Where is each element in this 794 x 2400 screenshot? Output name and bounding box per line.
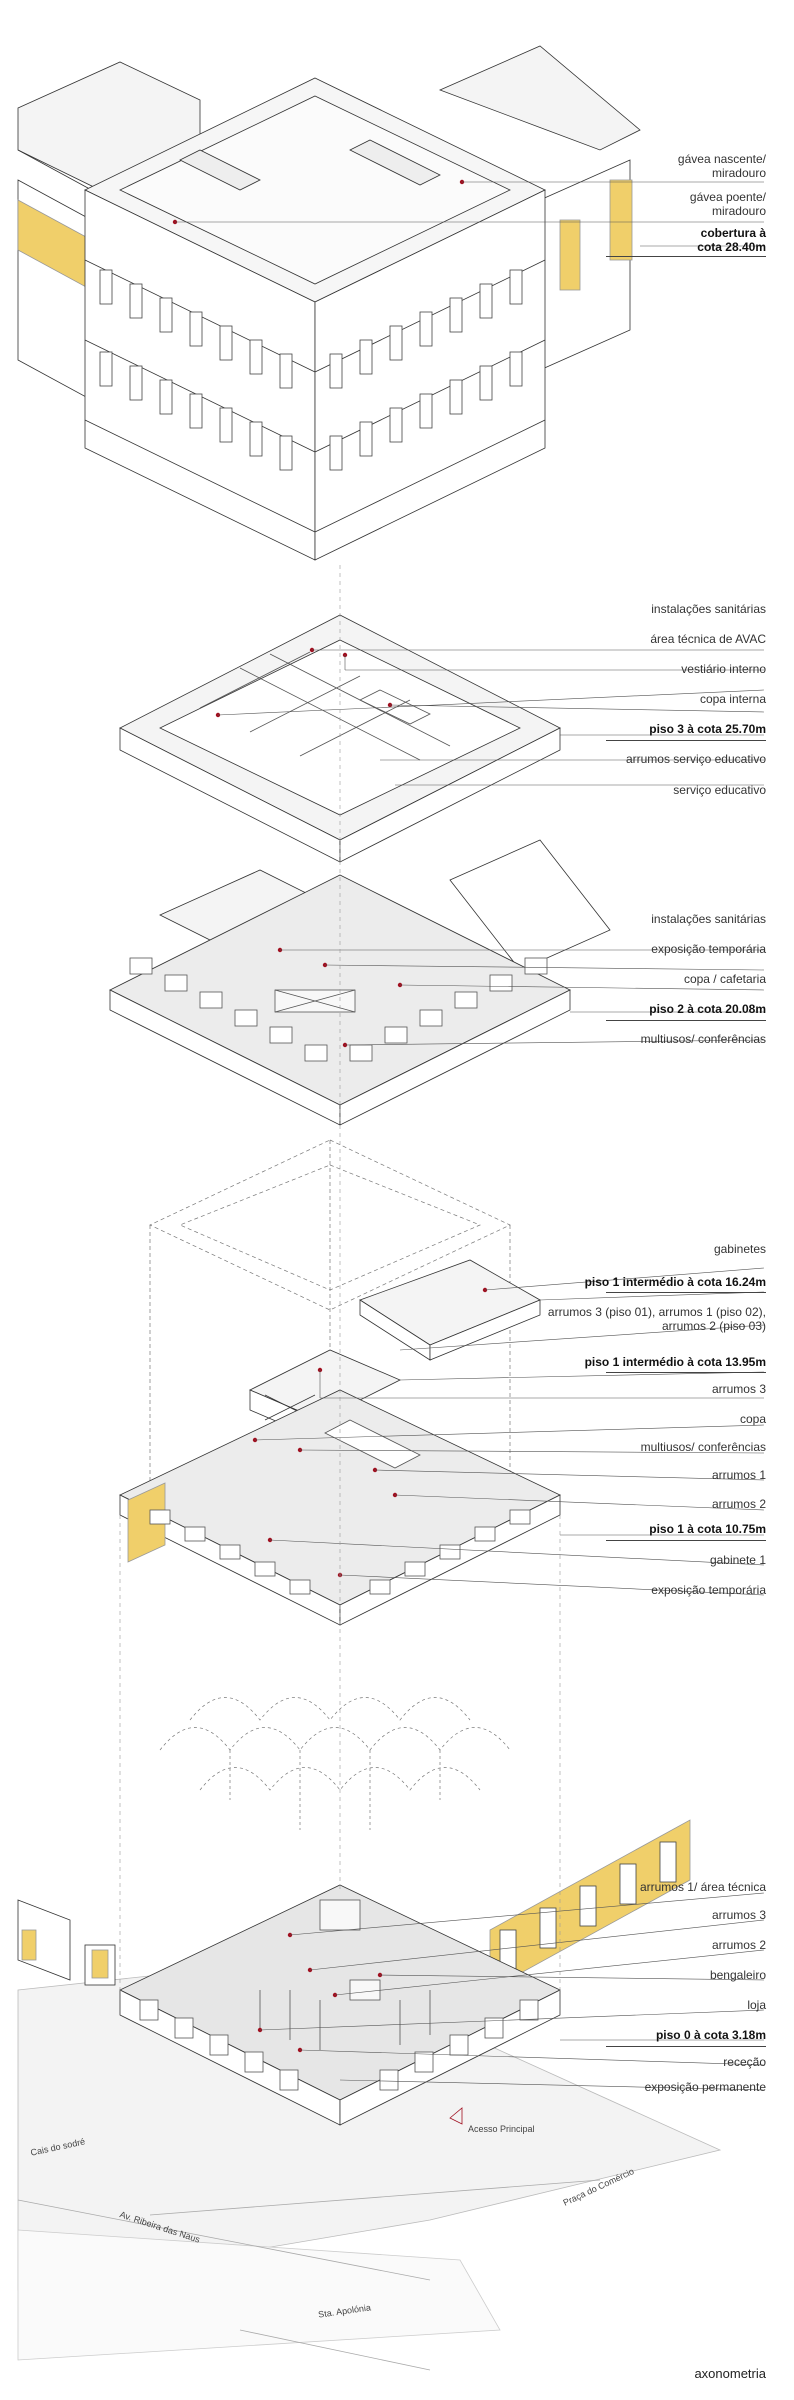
label: multiusos/ conferências — [640, 1440, 766, 1454]
label: bengaleiro — [709, 1968, 766, 1982]
label: copa interna — [699, 692, 766, 706]
level-label: cota 28.40m — [697, 240, 766, 254]
level-underline — [606, 2046, 766, 2047]
floor-0 — [17, 1819, 722, 2371]
floor-2 — [109, 839, 611, 1126]
label: gávea nascente/ — [677, 152, 766, 166]
label: gávea poente/ — [689, 190, 766, 204]
label: instalações sanitárias — [651, 602, 766, 616]
level-underline — [606, 1540, 766, 1541]
level-underline — [606, 1372, 766, 1373]
label: arrumos 2 — [711, 1497, 766, 1511]
floor-1-mezzanine-upper — [359, 1259, 541, 1361]
label: vestiário interno — [681, 662, 766, 676]
label: arrumos 3 — [711, 1908, 766, 1922]
leader-lines — [175, 181, 765, 2091]
label: arrumos 3 — [711, 1382, 766, 1396]
label: arrumos 1/ área técnica — [639, 1880, 766, 1894]
label: instalações sanitárias — [651, 912, 766, 926]
label: miradouro — [711, 166, 766, 180]
label: arrumos 2 (piso 03) — [661, 1319, 766, 1333]
label: área técnica de AVAC — [650, 632, 766, 646]
access-label: Acesso Principal — [468, 2124, 535, 2134]
label: loja — [747, 1998, 766, 2012]
ghost-floor — [149, 1139, 511, 1500]
level-underline — [606, 1292, 766, 1293]
label: arrumos 1 — [711, 1468, 766, 1482]
level-label: piso 2 à cota 20.08m — [649, 1002, 766, 1016]
label: receção — [723, 2055, 766, 2069]
vaults — [159, 1697, 511, 1830]
level-label: cobertura à — [700, 226, 766, 240]
level-label: piso 1 à cota 10.75m — [649, 1522, 766, 1536]
label: arrumos 2 — [711, 1938, 766, 1952]
label: multiusos/ conferências — [640, 1032, 766, 1046]
label: miradouro — [711, 204, 766, 218]
label: arrumos serviço educativo — [625, 752, 766, 766]
label: copa — [739, 1412, 766, 1426]
level-label: piso 3 à cota 25.70m — [649, 722, 766, 736]
label: arrumos 3 (piso 01), arrumos 1 (piso 02)… — [547, 1305, 766, 1319]
label: gabinete 1 — [709, 1553, 766, 1567]
label: copa / cafetaria — [683, 972, 766, 986]
label: exposição permanente — [644, 2080, 766, 2094]
label: gabinetes — [713, 1242, 766, 1256]
level-label: piso 1 intermédio à cota 13.95m — [584, 1355, 766, 1369]
level-label: piso 1 intermédio à cota 16.24m — [584, 1275, 766, 1289]
level-underline — [606, 740, 766, 741]
top-building — [17, 45, 641, 561]
label: exposição temporária — [651, 942, 766, 956]
level-label: piso 0 à cota 3.18m — [655, 2028, 766, 2042]
alignment-lines — [119, 565, 561, 1995]
level-underline — [606, 256, 766, 257]
label: serviço educativo — [673, 783, 766, 797]
label: exposição temporária — [651, 1583, 766, 1597]
level-underline — [606, 1020, 766, 1021]
drawing-title: axonometria — [694, 2366, 766, 2381]
floor-1 — [119, 1389, 561, 1626]
